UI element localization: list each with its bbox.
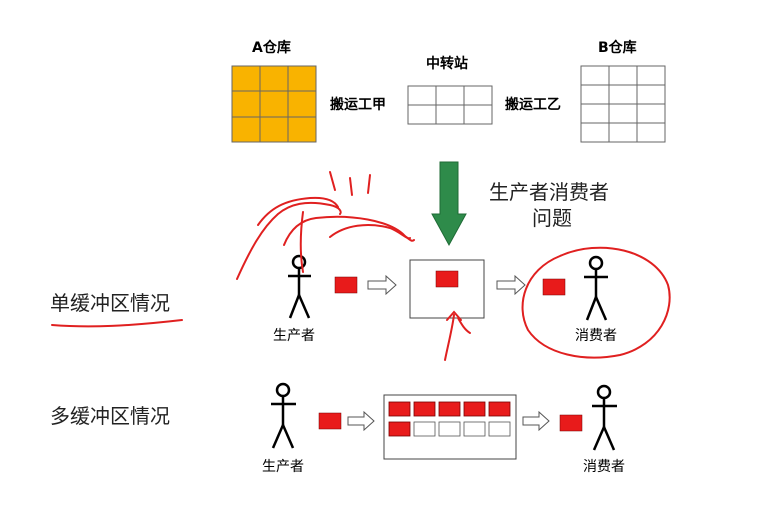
buffer-slot-filled xyxy=(413,401,436,417)
annotation-circle-consumer xyxy=(521,246,671,359)
multi-product-in xyxy=(318,412,342,430)
worker-a-label: 搬运工甲 xyxy=(330,97,386,113)
buffer-slot-filled xyxy=(438,401,461,417)
red-annotations xyxy=(51,171,671,361)
single-arrow-from-market xyxy=(496,274,526,296)
warehouse-a-label: A仓库 xyxy=(252,40,291,56)
multi-buffer-slots xyxy=(388,401,511,437)
buffer-slot-filled xyxy=(388,421,411,437)
annotation-tick-1 xyxy=(367,174,371,194)
multi-consumer-figure xyxy=(592,384,617,451)
multi-producer-label: 生产者 xyxy=(262,459,304,475)
annotation-scribble-4 xyxy=(329,224,411,240)
annotation-underline xyxy=(51,319,183,328)
annotation-scribble-3 xyxy=(283,215,415,246)
multi-buffer-label: 多缓冲区情况 xyxy=(50,404,170,428)
transit-station-label: 中转站 xyxy=(426,56,468,72)
buffer-slot-filled xyxy=(388,401,411,417)
warehouse-b-grid xyxy=(580,65,666,143)
single-arrow-to-market xyxy=(367,274,397,296)
annotation-arrow-market xyxy=(444,310,471,361)
single-market-box xyxy=(409,259,485,319)
single-consumer-figure xyxy=(584,255,608,321)
annotation-scribble-1 xyxy=(236,201,342,280)
worker-b-label: 搬运工乙 xyxy=(505,97,561,113)
transit-station-grid xyxy=(407,85,493,125)
buffer-slot-filled xyxy=(488,401,511,417)
single-product-in xyxy=(334,276,358,294)
annotation-tick-2 xyxy=(349,177,353,196)
annotation-line-producer xyxy=(299,211,304,273)
multi-producer-figure xyxy=(271,382,296,449)
multi-arrow-from-market xyxy=(522,410,550,432)
buffer-slot-empty xyxy=(438,421,461,437)
single-consumer-label: 消费者 xyxy=(575,328,617,344)
multi-arrow-to-market xyxy=(347,410,375,432)
multi-consumer-label: 消费者 xyxy=(583,459,625,475)
buffer-slot-filled xyxy=(463,401,486,417)
single-producer-label: 生产者 xyxy=(273,328,315,344)
single-producer-figure xyxy=(288,254,311,319)
buffer-slot-empty xyxy=(463,421,486,437)
single-product-out xyxy=(542,278,566,296)
problem-title-line2: 问题 xyxy=(532,206,572,230)
warehouse-a-grid xyxy=(231,65,317,143)
green-down-arrow xyxy=(431,161,467,247)
problem-title-line1: 生产者消费者 xyxy=(489,180,609,204)
buffer-slot-empty xyxy=(413,421,436,437)
annotation-scribble-2 xyxy=(257,196,339,226)
single-buffer-label: 单缓冲区情况 xyxy=(50,291,170,315)
buffer-slot-empty xyxy=(488,421,511,437)
multi-product-out xyxy=(559,414,583,432)
warehouse-b-label: B仓库 xyxy=(598,40,637,56)
annotation-tick-3 xyxy=(329,171,336,191)
